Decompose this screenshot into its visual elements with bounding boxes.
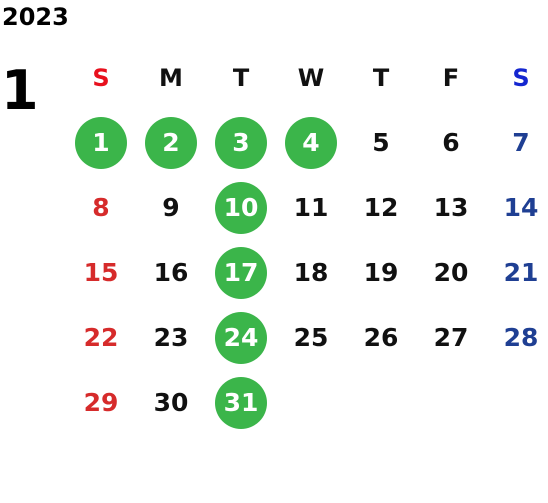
empty-day-cell <box>276 370 346 435</box>
day-cell: 31 <box>206 370 276 435</box>
day-number: 6 <box>442 128 460 157</box>
day-cell: 21 <box>486 240 548 305</box>
weekday-header: T <box>232 63 250 92</box>
day-cell: 6 <box>416 110 486 175</box>
year-label: 2023 <box>2 3 69 31</box>
day-number: 14 <box>503 193 539 222</box>
day-number: 18 <box>293 258 329 287</box>
day-number: 13 <box>433 193 469 222</box>
day-cell: 5 <box>346 110 416 175</box>
highlighted-day: 4 <box>285 116 337 169</box>
day-cell: 10 <box>206 175 276 240</box>
weekday-header: T <box>372 63 390 92</box>
day-number: 9 <box>162 193 180 222</box>
day-cell: 26 <box>346 305 416 370</box>
day-cell: 14 <box>486 175 548 240</box>
day-cell: 30 <box>136 370 206 435</box>
day-number: 25 <box>293 323 329 352</box>
day-cell: 22 <box>66 305 136 370</box>
day-number: 19 <box>363 258 399 287</box>
weekday-header: S <box>92 63 110 92</box>
highlighted-day: 10 <box>215 181 267 234</box>
day-number: 15 <box>83 258 119 287</box>
day-number: 11 <box>293 193 329 222</box>
empty-day-cell <box>486 370 548 435</box>
day-cell: 9 <box>136 175 206 240</box>
day-cell: 7 <box>486 110 548 175</box>
day-cell: 1 <box>66 110 136 175</box>
day-cell: 8 <box>66 175 136 240</box>
month-number: 1 <box>1 59 39 122</box>
day-cell: 25 <box>276 305 346 370</box>
weekday-header: F <box>442 63 460 92</box>
day-number: 12 <box>363 193 399 222</box>
day-cell: 18 <box>276 240 346 305</box>
day-cell: 13 <box>416 175 486 240</box>
empty-day-cell <box>416 370 486 435</box>
day-cell: 3 <box>206 110 276 175</box>
day-number: 16 <box>153 258 189 287</box>
day-number: 20 <box>433 258 469 287</box>
weekday-header: W <box>297 63 325 92</box>
day-number: 23 <box>153 323 189 352</box>
weekday-header: M <box>159 63 183 92</box>
day-number: 21 <box>503 258 539 287</box>
day-number: 8 <box>92 193 110 222</box>
day-cell: 19 <box>346 240 416 305</box>
day-number: 30 <box>153 388 189 417</box>
day-number: 7 <box>512 128 530 157</box>
day-cell: 4 <box>276 110 346 175</box>
day-cell: 27 <box>416 305 486 370</box>
day-number: 28 <box>503 323 539 352</box>
highlighted-day: 2 <box>145 116 197 169</box>
day-cell: 16 <box>136 240 206 305</box>
day-cell: 11 <box>276 175 346 240</box>
day-number: 29 <box>83 388 119 417</box>
day-cell: 15 <box>66 240 136 305</box>
highlighted-day: 24 <box>215 311 267 364</box>
day-cell: 24 <box>206 305 276 370</box>
day-cell: 17 <box>206 240 276 305</box>
day-cell: 12 <box>346 175 416 240</box>
day-number: 26 <box>363 323 399 352</box>
day-cell: 28 <box>486 305 548 370</box>
day-number: 22 <box>83 323 119 352</box>
highlighted-day: 1 <box>75 116 127 169</box>
day-cell: 2 <box>136 110 206 175</box>
weekday-header: S <box>512 63 530 92</box>
highlighted-day: 31 <box>215 376 267 429</box>
day-number: 27 <box>433 323 469 352</box>
day-number: 5 <box>372 128 390 157</box>
day-cell: 23 <box>136 305 206 370</box>
day-cell: 29 <box>66 370 136 435</box>
highlighted-day: 17 <box>215 246 267 299</box>
highlighted-day: 3 <box>215 116 267 169</box>
day-cell: 20 <box>416 240 486 305</box>
empty-day-cell <box>346 370 416 435</box>
